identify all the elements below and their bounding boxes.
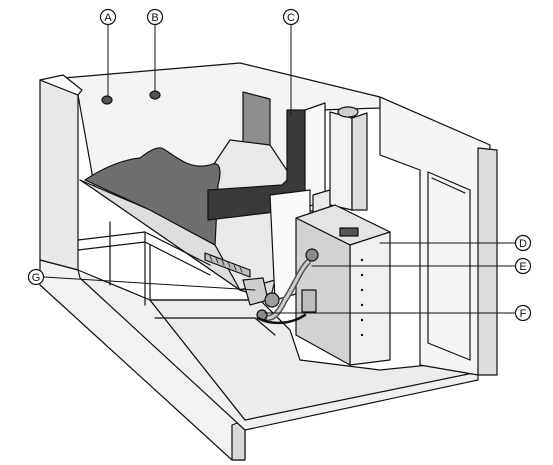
tube-f xyxy=(256,313,307,325)
callout-b: B xyxy=(146,8,164,26)
left-wall-top-edge xyxy=(39,74,83,96)
column-top xyxy=(337,106,359,118)
callout-d-label: D xyxy=(519,238,527,250)
right-wall-door xyxy=(427,171,471,361)
right-wall-door-inner xyxy=(431,177,466,194)
feed-track-teeth xyxy=(209,255,243,273)
back-window xyxy=(242,91,271,151)
column-side xyxy=(351,112,368,211)
cabinet-front xyxy=(349,231,391,366)
callout-d: D xyxy=(514,234,532,252)
cabinet-indicator-dots xyxy=(360,258,364,337)
arm-bracket xyxy=(301,289,317,313)
floor-rail-2 xyxy=(154,317,276,336)
joint-e xyxy=(305,248,319,262)
callout-c-label: C xyxy=(287,12,295,24)
hose-arm-inner xyxy=(266,260,310,320)
cabinet-top-knob xyxy=(339,227,359,237)
right-outer-wall xyxy=(379,96,491,376)
column-front xyxy=(329,111,353,211)
leader-g xyxy=(43,276,256,291)
callout-b-label: B xyxy=(151,12,158,24)
leader-lines xyxy=(43,23,516,314)
callout-e-label: E xyxy=(519,261,526,273)
callout-g-label: G xyxy=(32,272,41,284)
left-outer-wall xyxy=(39,79,79,271)
callout-a: A xyxy=(99,8,117,26)
callout-e: E xyxy=(514,257,532,275)
callout-g: G xyxy=(27,268,45,286)
paper-sheet xyxy=(84,147,221,246)
callout-c: C xyxy=(282,8,300,26)
hole-b xyxy=(149,90,161,100)
right-wall-edge xyxy=(477,147,498,376)
callout-f-label: F xyxy=(520,308,527,320)
callout-a-label: A xyxy=(104,12,112,24)
hole-a xyxy=(101,95,113,105)
callout-f: F xyxy=(514,304,532,322)
clamp-knob xyxy=(264,292,280,308)
